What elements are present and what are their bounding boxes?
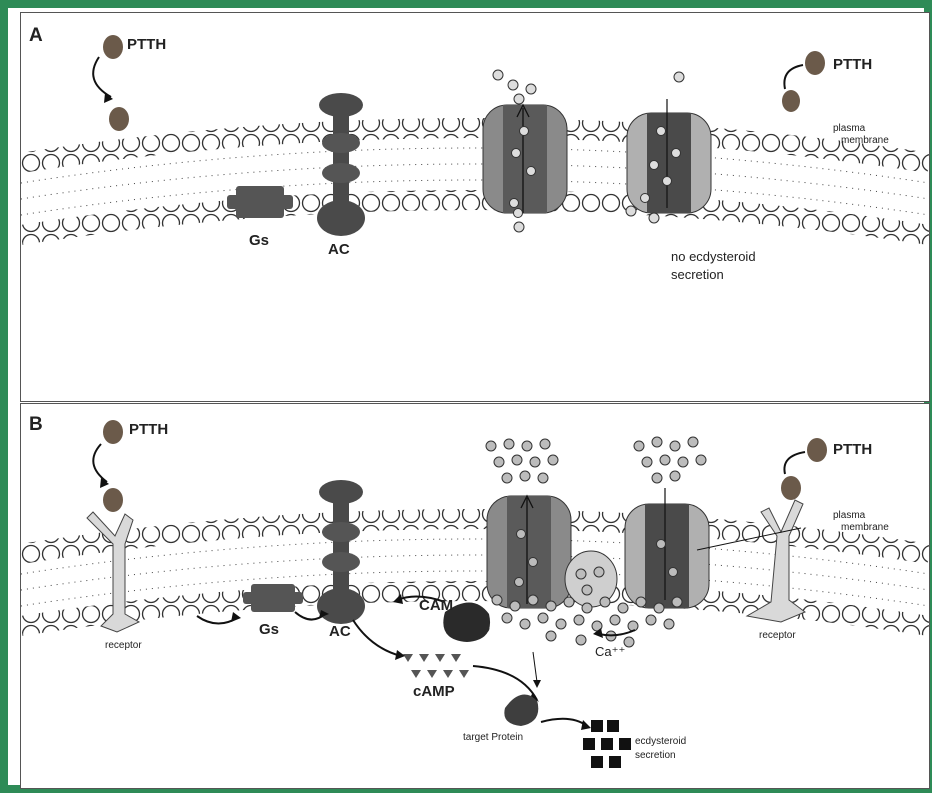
receptor-label-left: receptor (105, 640, 142, 651)
panel-a: A PTTH PTTH plasma membrane Gs AC no ecd… (20, 12, 930, 402)
ptth-hormone-left (93, 35, 129, 131)
ion-channel-1 (487, 496, 571, 608)
panel-letter: B (29, 414, 43, 435)
gs-protein (227, 186, 293, 218)
panel-b: B PTTH PTTH plasma membrane receptor rec… (20, 403, 930, 789)
plasma-label: plasma (833, 510, 866, 521)
arrow-heads (231, 594, 603, 730)
ptth-hormone-right (782, 51, 825, 112)
ac-label: AC (329, 623, 351, 640)
ptth-label-right: PTTH (833, 56, 872, 73)
gs-label: Gs (259, 621, 279, 638)
camp-label: cAMP (413, 683, 455, 700)
target-protein (504, 695, 538, 726)
panel-a-diagram: A PTTH PTTH plasma membrane Gs AC no ecd… (21, 13, 929, 401)
calcium-label: Ca⁺⁺ (595, 644, 625, 659)
gs-protein (243, 584, 303, 612)
receptor-label-right: receptor (759, 630, 796, 641)
membrane-label: membrane (841, 522, 889, 533)
camp-molecules (403, 654, 469, 678)
ptth-hormone-right (784, 438, 827, 474)
panel-letter: A (29, 25, 43, 46)
result-line-2: secretion (635, 750, 676, 761)
result-line-1: no ecdysteroid (671, 249, 756, 264)
result-line-1: ecdysteroid (635, 736, 686, 747)
adenylate-cyclase-protein (317, 480, 365, 624)
ptth-label-right: PTTH (833, 441, 872, 458)
ion-channel-2 (627, 99, 711, 213)
ptth-hormone-left (93, 420, 123, 488)
panel-b-diagram: B PTTH PTTH plasma membrane receptor rec… (21, 404, 929, 788)
lipid-bilayer (21, 128, 929, 235)
cam-label: CAM (419, 597, 453, 614)
ptth-label-left: PTTH (127, 36, 166, 53)
ion-channel-2 (625, 488, 709, 608)
plasma-label: plasma (833, 123, 866, 134)
ptth-label-left: PTTH (129, 421, 168, 438)
adenylate-cyclase-protein (317, 93, 365, 236)
result-line-2: secretion (671, 267, 724, 282)
ion-channel-1 (483, 105, 567, 213)
ac-label: AC (328, 241, 350, 258)
membrane-label: membrane (841, 135, 889, 146)
gs-label: Gs (249, 232, 269, 249)
target-protein-label: target Protein (463, 732, 523, 743)
